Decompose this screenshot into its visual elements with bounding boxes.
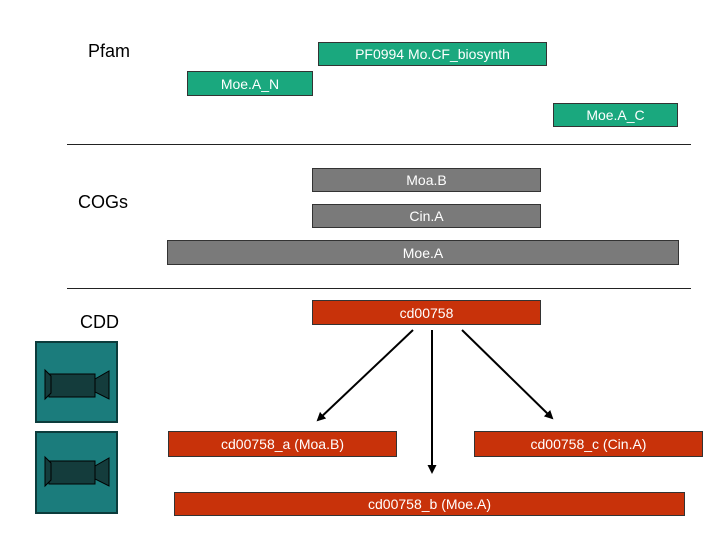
video-camera-icon[interactable] <box>35 341 118 423</box>
cogs-cdd-divider <box>67 288 691 289</box>
cog-moea-label: Moe.A <box>402 244 444 261</box>
cdd-child-b-label: cd00758_b (Moe.A) <box>368 496 491 512</box>
cog-cina-bar: Cin.A <box>312 204 541 228</box>
cdd-section-label: CDD <box>80 312 119 332</box>
pfam-mocf-biosynth-label: PF0994 Mo.CF_biosynth <box>355 46 510 62</box>
cog-moab-label: Moa.B <box>406 172 447 188</box>
pfam-moea-n-bar: Moe.A_N <box>187 71 313 96</box>
cdd-child-a-bar: cd00758_a (Moa.B) <box>168 431 397 457</box>
cdd-child-c-bar: cd00758_c (Cin.A) <box>474 431 703 457</box>
arrow-to-child-a <box>316 329 414 422</box>
pfam-moea-n-label: Moe.A_N <box>220 75 280 92</box>
video-camera-icon[interactable] <box>35 431 118 514</box>
cogs-section-label: COGs <box>78 192 129 212</box>
pfam-mocf-biosynth-bar: PF0994 Mo.CF_biosynth <box>318 42 547 66</box>
cdd-parent-label: cd00758 <box>399 304 454 321</box>
cdd-child-b-bar: cd00758_b (Moe.A) <box>174 492 685 516</box>
cog-moab-bar: Moa.B <box>312 168 541 192</box>
cdd-child-c-label: cd00758_c (Cin.A) <box>530 436 647 452</box>
pfam-cogs-divider <box>67 144 691 145</box>
cdd-parent-bar: cd00758 <box>312 300 541 325</box>
pfam-moea-c-bar: Moe.A_C <box>553 103 678 127</box>
cog-cina-label: Cin.A <box>409 208 444 224</box>
cdd-child-a-label: cd00758_a (Moa.B) <box>221 436 344 452</box>
pfam-section-label: Pfam <box>88 41 131 61</box>
cog-moea-bar: Moe.A <box>167 240 679 265</box>
arrow-to-child-c <box>461 329 554 420</box>
pfam-moea-c-label: Moe.A_C <box>586 107 645 123</box>
